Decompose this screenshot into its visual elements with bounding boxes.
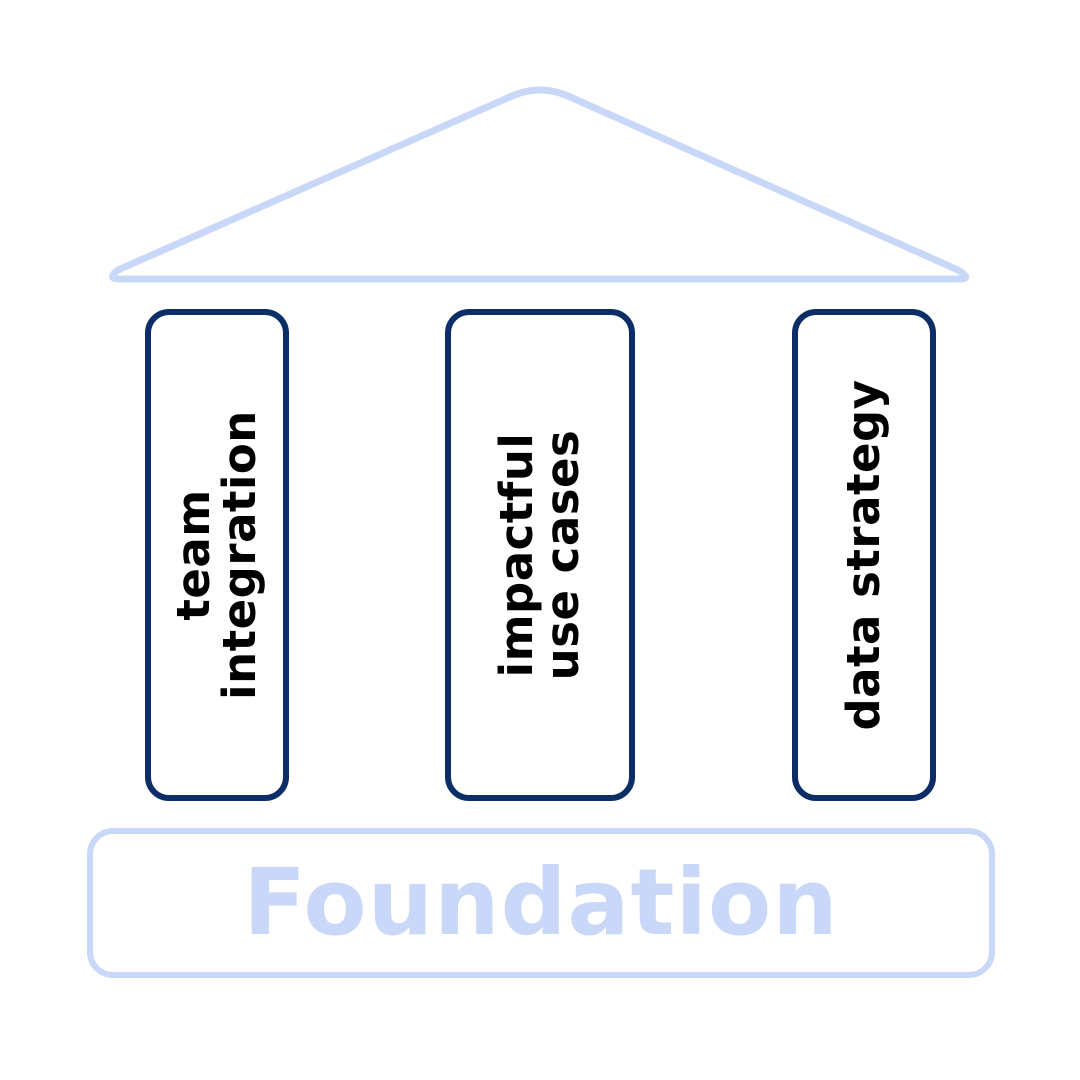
pillar-label-line-2: integration (213, 410, 266, 700)
pillar-label-line-1: impactful (490, 432, 543, 678)
roof (109, 86, 969, 283)
pillar-label: data strategy (837, 379, 890, 731)
foundation-label: Foundation (243, 849, 839, 956)
pillar-data-strategy: data strategy (792, 309, 936, 801)
pillar-label: impactful use cases (490, 429, 589, 681)
pillar-label: team integration (167, 410, 266, 700)
pillar-label-line-2: use cases (536, 429, 589, 681)
pillar-label-line-1: team (167, 489, 220, 621)
roof-outline (109, 86, 969, 283)
pillar-label-line-1: data strategy (837, 379, 890, 731)
pillar-impactful-use-cases: impactful use cases (445, 309, 635, 801)
foundation-base: Foundation (87, 828, 995, 978)
pillar-team-integration: team integration (145, 309, 289, 801)
